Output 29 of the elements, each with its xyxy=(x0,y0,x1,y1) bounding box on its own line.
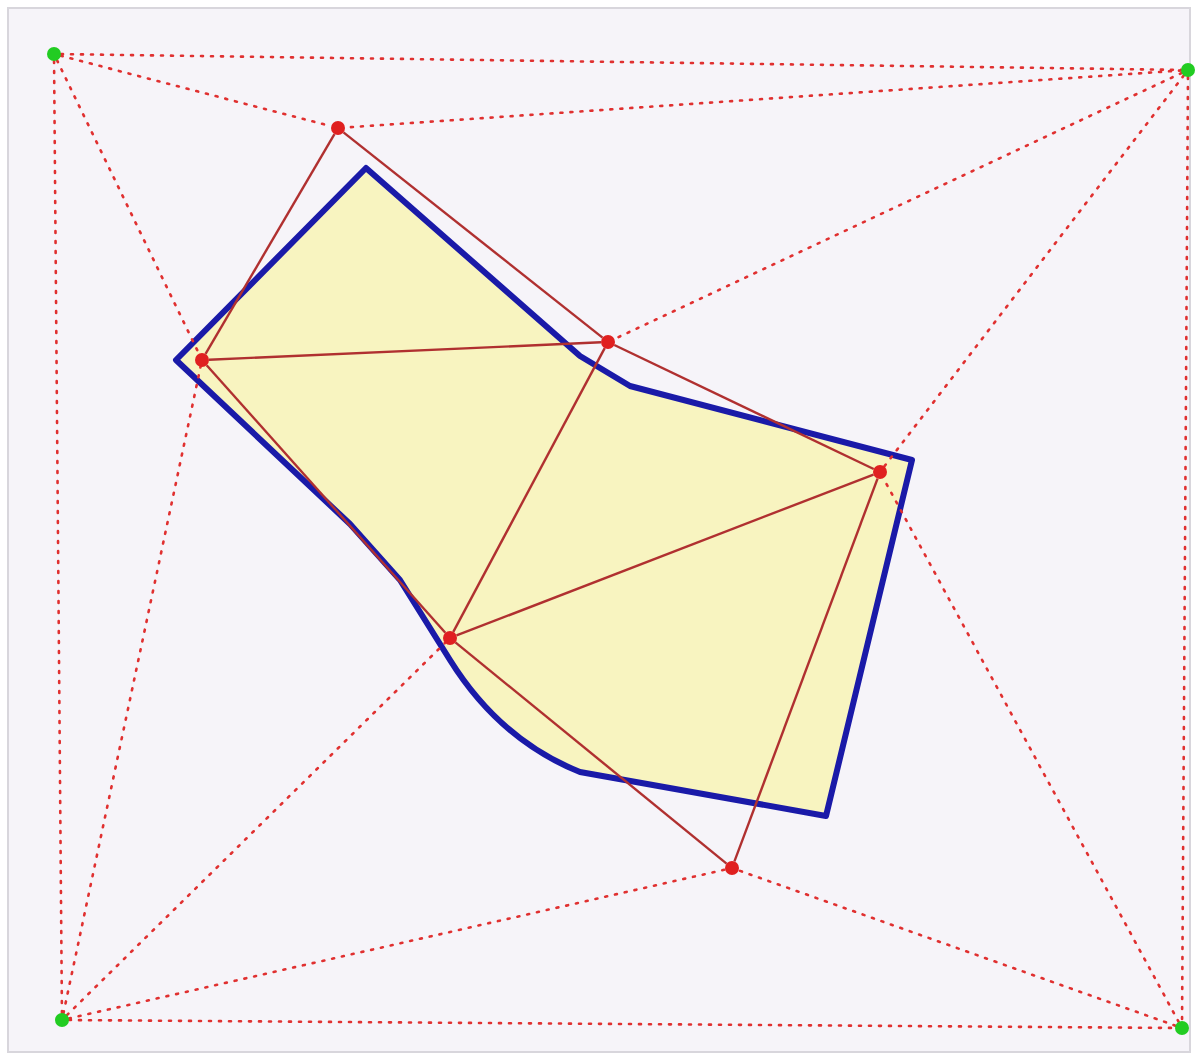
connector-line xyxy=(1180,75,1190,1023)
connector-line xyxy=(52,59,64,1015)
vertex-point xyxy=(55,1013,69,1027)
connector-line xyxy=(204,133,336,355)
vertex-point xyxy=(1175,1021,1189,1035)
connector-line xyxy=(342,131,604,339)
connector-line xyxy=(67,1018,1177,1030)
vertex-point xyxy=(1181,63,1195,77)
vertex-point xyxy=(47,47,61,61)
connector-line xyxy=(454,641,728,865)
vertex-point xyxy=(601,335,615,349)
vertex-point xyxy=(195,353,209,367)
vertex-point xyxy=(331,121,345,135)
connector-line xyxy=(65,641,447,1017)
vertex-point xyxy=(443,631,457,645)
connector-line xyxy=(55,59,201,355)
connector-line xyxy=(613,343,875,471)
vertex-point xyxy=(873,465,887,479)
vertex-point xyxy=(725,861,739,875)
connector-line xyxy=(733,478,879,862)
connector-line xyxy=(208,341,602,361)
connector-line xyxy=(205,364,447,634)
connector-line xyxy=(452,347,606,633)
connector-line xyxy=(613,71,1183,341)
connector-line xyxy=(62,365,202,1015)
connector-line xyxy=(882,74,1186,468)
connector-line xyxy=(737,869,1177,1027)
connector-line xyxy=(67,868,727,1020)
connector-line xyxy=(456,473,874,637)
